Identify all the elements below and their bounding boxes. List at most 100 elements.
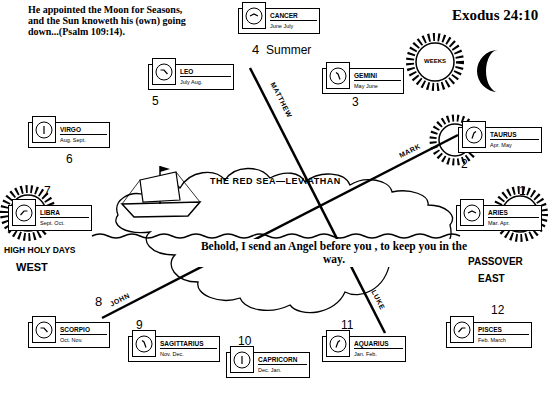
sign-name: TAURUS [490,128,539,140]
callout-number: 12 [491,304,504,317]
sign-icon-ring [330,336,346,352]
sign-icon-ring [234,352,250,368]
sea-label: THE RED SEA—LEVIATHAN [210,176,341,186]
sign-icon-frame [326,62,350,89]
sign-icon-frame [32,116,56,143]
sign-name: CANCER [270,9,317,21]
callout-number: 2 [461,158,468,171]
sign-icon-glyph [250,14,258,16]
sign-name: LEO [180,65,231,77]
weeks-label: WEEKS [419,58,451,65]
scripture-quote: He appointed the Moon for Seasons, and t… [28,4,198,38]
sign-icon [243,3,265,28]
ship-rope [122,180,140,204]
sign-icon-frame [460,199,484,226]
sign-icon-frame [230,346,254,373]
sign-icon-frame [242,2,266,29]
sign-icon-glyph [21,211,28,215]
sign-months: May June [354,81,401,90]
sign-months: July Aug. [180,77,231,86]
sign-icon-glyph [142,341,146,348]
sign-icon [463,122,485,147]
sign-months: Dec. Jan. [258,365,307,374]
sign-icon-frame [450,316,474,343]
sign-name: CAPRICORN [258,353,307,365]
sign-icon [33,117,55,142]
sign-icon [153,59,175,84]
callout-number: 8 [95,295,102,310]
callout-number: 6 [66,153,73,166]
sign-months: Feb. March [478,335,529,344]
sign-name: ARIES [488,206,539,218]
zodiac-box: SAGITTARIUSNov. Dec. [128,336,220,362]
sign-icon-glyph [161,70,168,74]
sign-icon-glyph [43,126,44,134]
sign-icon-ring [136,336,152,352]
zodiac-box: LEOJuly Aug. [148,64,234,90]
gospel-line [250,68,385,333]
sign-icon-frame [326,330,350,357]
sign-icon [461,200,483,225]
sign-months: Sept. Oct. [40,218,89,227]
sign-icon-ring [36,122,52,138]
sign-months: Apr. May [490,140,539,149]
sign-icon-frame [12,199,36,226]
sign-text-area: PISCESFeb. March [478,323,529,347]
callout-number: 1 [519,185,526,198]
ship [122,166,200,217]
sign-icon-glyph [241,356,242,364]
sign-icon-ring [156,64,172,80]
sign-icon-glyph [336,341,340,348]
sign-text-area: VIRGOAug. Sept. [60,123,107,147]
sign-icon-frame [132,330,156,357]
gospel-line [102,135,458,318]
sign-text-area: ARIESMar. Apr. [488,206,539,230]
sign-text-area: SAGITTARIUSNov. Dec. [160,337,217,361]
direction-note: PASSOVER [468,256,523,267]
season-label: Summer [266,44,311,57]
zodiac-box: TAURUSApr. May [458,127,542,153]
zodiac-box: ARIESMar. Apr. [456,205,542,231]
sign-name: SCORPIO [60,323,107,335]
direction-note: HIGH HOLY DAYS [4,246,76,256]
sign-icon-ring [330,68,346,84]
sign-months: Oct. Nov. [60,335,107,344]
scripture-banner: Behold, I send an Angel before you , to … [198,239,470,267]
sign-name: AQUARIUS [354,337,403,349]
sign-icon [13,200,35,225]
sign-icon-frame [32,316,56,343]
zodiac-box: SCORPIOOct. Nov. [28,322,110,348]
zodiac-box: PISCESFeb. March [446,322,532,348]
sign-name: LIBRA [40,206,89,218]
sign-icon-ring [454,322,470,338]
sign-icon-glyph [41,328,48,332]
sign-icon-ring [16,205,32,221]
sun-rays [410,37,460,87]
sign-months: Nov. Dec. [160,349,217,358]
sign-months: Jan. Feb. [354,349,403,358]
sign-icon [33,317,55,342]
zodiac-box: AQUARIUSJan. Feb. [322,336,406,362]
sign-text-area: CANCERJune July [270,9,317,33]
sign-icon [327,63,349,88]
sign-icon-frame [462,121,486,148]
sign-text-area: LEOJuly Aug. [180,65,231,89]
sign-text-area: LIBRASept. Oct. [40,206,89,230]
sign-text-area: TAURUSApr. May [490,128,539,152]
ship-sail [140,172,180,202]
sign-name: VIRGO [60,123,107,135]
sign-months: Mar. Apr. [488,218,539,227]
sign-text-area: AQUARIUSJan. Feb. [354,337,403,361]
sign-name: PISCES [478,323,529,335]
callout-number: 5 [152,95,159,108]
zodiac-box: CANCERJune July [238,8,320,34]
sign-icon-glyph [468,211,476,213]
zodiac-box: VIRGOAug. Sept. [28,122,110,148]
sign-icon-frame [152,58,176,85]
sign-icon [133,331,155,356]
callout-number: 11 [341,319,353,332]
sign-icon [327,331,349,356]
sign-text-area: CAPRICORNDec. Jan. [258,353,307,377]
sign-icon-glyph [472,132,476,139]
